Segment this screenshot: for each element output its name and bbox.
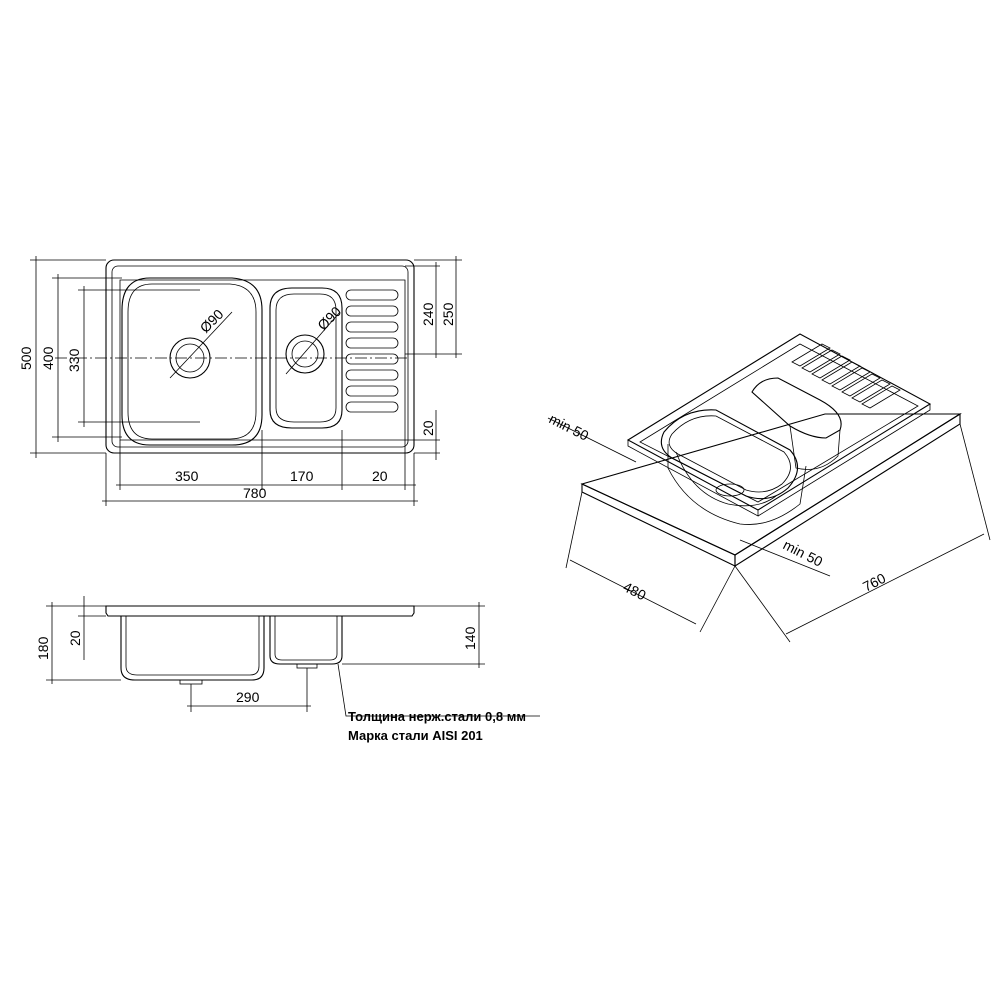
dim-240: 240 [420,302,436,326]
countertop-side [734,413,961,567]
large-drain-label: Ø90 [197,306,227,336]
large-bowl-inner [127,283,257,440]
install-min-right-line [739,539,831,577]
right-dimensions: 240 250 20 [405,256,462,460]
small-drain-outer [285,334,325,374]
note-thickness: Толщина нерж.стали 0,8 мм [348,709,526,724]
bottom-dimensions: 350 170 20 780 [102,430,418,506]
countertop-front [581,483,736,567]
sink-inner-rim [111,265,409,448]
dim-290: 290 [236,689,260,705]
small-bowl-inner [275,293,337,423]
dim-140: 140 [462,626,478,650]
install-small-bowl [751,377,842,439]
sink-outer-rim [105,259,415,454]
dim-20-right: 20 [372,468,388,484]
side-large-bowl [120,616,265,681]
small-drain-leader [285,311,341,375]
dim-350: 350 [175,468,199,484]
side-large-bowl-inner [125,616,260,676]
small-drain-label: Ø90 [314,303,344,333]
small-bowl [269,287,343,429]
large-bowl [121,277,263,446]
dim-400: 400 [40,346,56,370]
dim-500: 500 [18,346,34,370]
left-dimensions: 500 400 330 [18,256,200,458]
dim-780: 780 [243,485,267,501]
large-drain-leader [169,311,233,379]
drainer-ribs [345,289,399,413]
dim-180: 180 [35,636,51,660]
install-480-line [569,559,697,625]
install-760-line [785,533,985,635]
small-drain-inner [291,340,319,368]
install-drain [715,483,745,497]
install-min-left-line [547,417,637,463]
install-large-bowl-inner [668,415,791,493]
side-rim [105,605,415,617]
dim-480: 480 [621,578,649,603]
top-view: Ø90 Ø90 500 400 330 [18,256,462,506]
dim-min50-left: min 50 [547,410,592,443]
dim-170: 170 [290,468,314,484]
note-leader [337,663,540,717]
side-view: 180 20 140 290 Толщина нерж.стали 0,8 мм… [35,596,540,743]
dim-20-rim: 20 [67,630,83,646]
install-sink-rim-inner [639,343,919,503]
side-small-bowl-inner [274,616,338,661]
countertop-top [580,413,962,556]
dim-20-edge: 20 [420,420,436,436]
install-drainer-ribs [791,343,901,409]
note-steel-grade: Марка стали AISI 201 [348,728,483,743]
side-drain-large [179,679,203,685]
dim-760: 760 [860,570,888,595]
dim-330: 330 [66,348,82,372]
side-small-bowl [269,616,343,665]
dim-250: 250 [440,302,456,326]
install-large-bowl [660,409,799,500]
side-drain-small [296,663,318,669]
installation-view: min 50 min 50 480 760 [547,333,991,643]
